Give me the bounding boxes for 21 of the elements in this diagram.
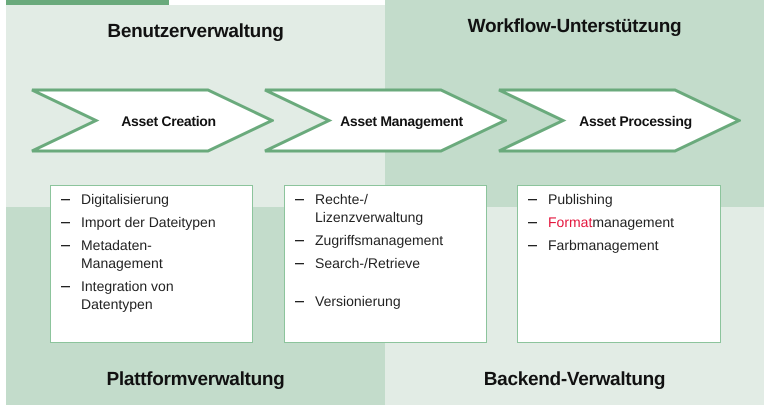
list-item: Farbmanagement xyxy=(548,237,659,253)
list-item: Import der Dateitypen xyxy=(81,214,216,230)
list-item: Formatmanagement xyxy=(548,214,674,230)
list-box xyxy=(517,185,721,343)
list-item: Versionierung xyxy=(315,293,401,309)
area-heading: Plattformverwaltung xyxy=(106,369,284,391)
list-item: Digitalisierung xyxy=(81,191,169,207)
list-item: Integration von Datentypen xyxy=(81,278,174,312)
area-heading: Workflow-Unterstützung xyxy=(468,16,682,38)
stage-label: Asset Management xyxy=(340,112,463,128)
list-box xyxy=(284,185,487,343)
list-item: Rechte-/ Lizenzverwaltung xyxy=(315,191,424,225)
stage-label: Asset Processing xyxy=(579,112,692,128)
list-item: Zugriffsmanagement xyxy=(315,232,444,248)
area-heading: Backend-Verwaltung xyxy=(484,369,666,391)
list-item: Search-/Retrieve xyxy=(315,255,420,271)
list-item: Publishing xyxy=(548,191,613,207)
area-heading: Benutzerverwaltung xyxy=(107,21,284,43)
stage-label: Asset Creation xyxy=(121,112,216,128)
list-box xyxy=(50,185,253,343)
list-item: Metadaten- Management xyxy=(81,237,163,271)
